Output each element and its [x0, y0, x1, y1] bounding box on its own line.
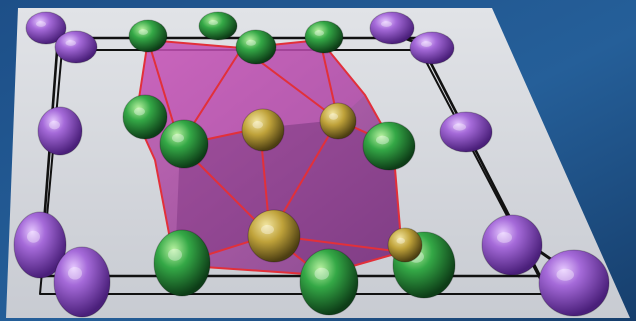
atom-green-highlight: [315, 30, 325, 36]
atom-purple-highlight: [27, 231, 40, 243]
atom-gold-highlight: [253, 121, 264, 129]
atom-green-highlight: [315, 268, 330, 280]
atom-green: [236, 30, 276, 64]
atom-purple: [370, 12, 414, 44]
atom-purple: [440, 112, 492, 152]
atom-green-highlight: [246, 40, 256, 46]
atom-green-highlight: [134, 108, 145, 116]
atom-green: [305, 21, 343, 53]
atom-purple-highlight: [421, 41, 432, 47]
atom-green-highlight: [376, 136, 389, 145]
atom-gold: [388, 228, 422, 262]
atom-green-highlight: [168, 249, 182, 261]
atom-purple: [55, 31, 97, 63]
atom-purple: [539, 250, 609, 316]
atom-green: [199, 12, 237, 40]
atom-gold: [248, 210, 300, 262]
atom-purple-highlight: [497, 232, 512, 243]
atom-purple: [38, 107, 82, 155]
atom-gold-highlight: [329, 113, 338, 119]
atom-green-highlight: [172, 134, 184, 143]
atom-purple: [54, 247, 110, 317]
atom-green-highlight: [209, 20, 219, 25]
atom-green: [300, 249, 358, 315]
atom-purple-highlight: [381, 21, 392, 27]
atom-purple-highlight: [557, 269, 575, 281]
atom-purple-highlight: [36, 21, 46, 27]
atom-gold: [242, 109, 284, 151]
atom-gold-highlight: [397, 238, 406, 244]
atom-purple: [410, 32, 454, 64]
atom-green-highlight: [139, 29, 149, 35]
atom-gold: [320, 103, 356, 139]
atom-green: [363, 122, 415, 170]
atom-purple-highlight: [66, 40, 77, 46]
atom-green: [154, 230, 210, 296]
atom-purple-highlight: [49, 121, 60, 130]
atom-purple-highlight: [453, 123, 466, 130]
atom-green: [123, 95, 167, 139]
atom-purple: [482, 215, 542, 275]
atom-gold-highlight: [261, 225, 274, 234]
atom-green: [160, 120, 208, 168]
atom-green: [129, 20, 167, 52]
atom-purple-highlight: [68, 267, 82, 280]
